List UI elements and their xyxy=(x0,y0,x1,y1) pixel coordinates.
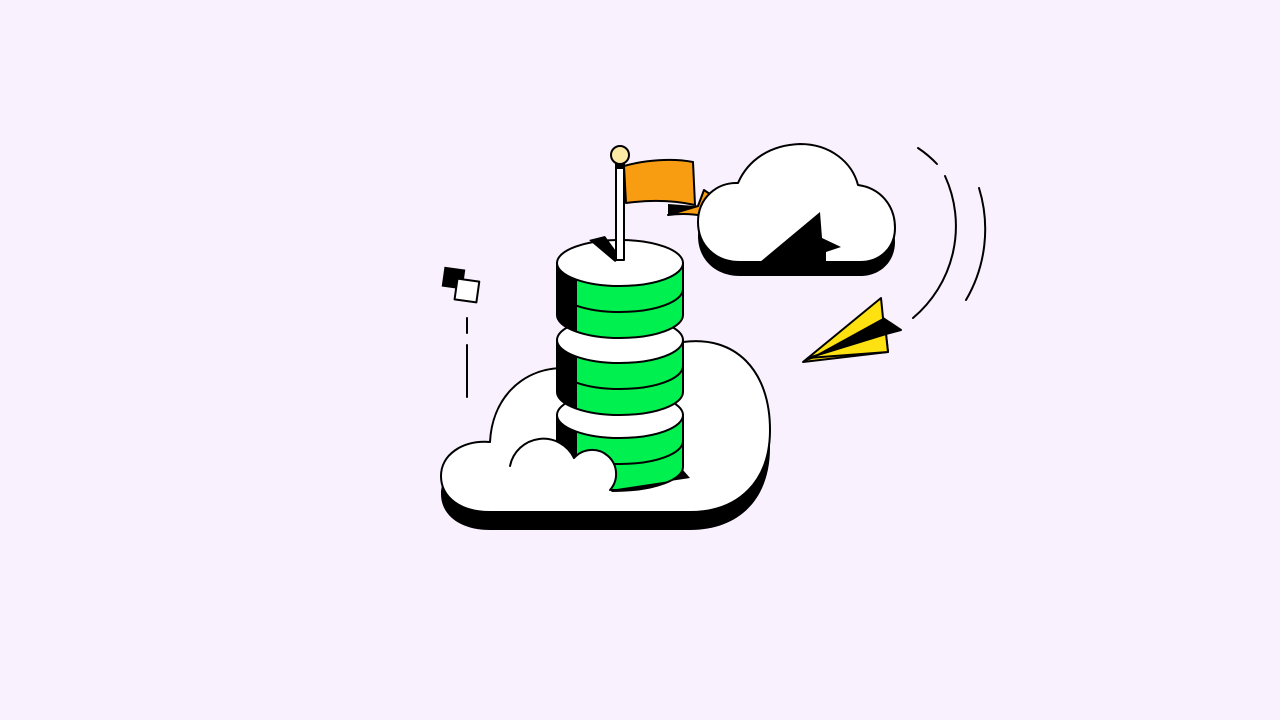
disk-band-line xyxy=(556,288,684,313)
disk-shadow xyxy=(557,340,577,409)
disk-shadow xyxy=(557,263,577,332)
paper-plane-icon xyxy=(802,297,902,363)
database-stack-icon xyxy=(556,239,684,491)
squares-icon xyxy=(441,266,481,398)
small-cloud-icon xyxy=(697,143,896,276)
motion-arcs-icon xyxy=(912,147,987,319)
cloud-puff xyxy=(505,437,690,506)
disk-band-line xyxy=(556,365,684,390)
